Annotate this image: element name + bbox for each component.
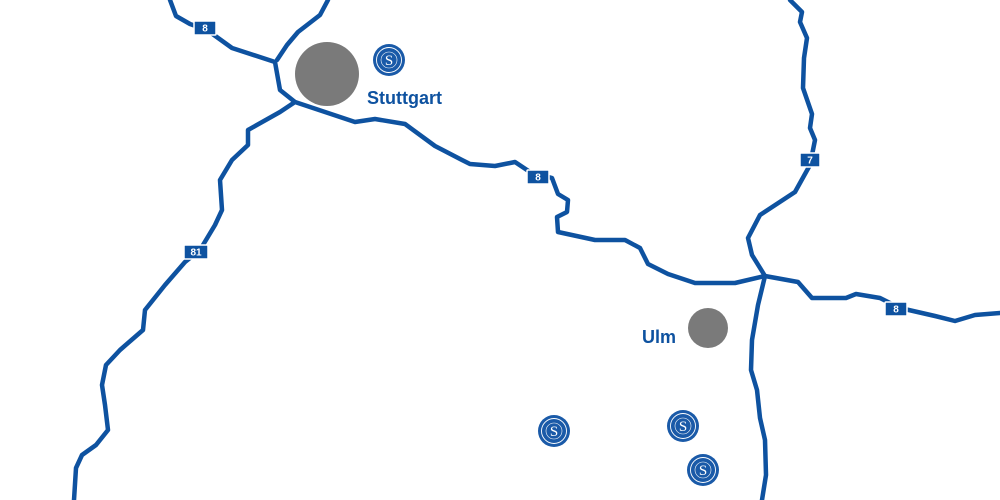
road-shield: 8 bbox=[193, 20, 217, 36]
city-stuttgart[interactable]: Stuttgart bbox=[295, 42, 442, 108]
road-a7 bbox=[745, 0, 818, 279]
city-label: Stuttgart bbox=[367, 88, 442, 108]
marker-letter: S bbox=[699, 463, 707, 479]
road-shield: 81 bbox=[183, 244, 209, 260]
roads-layer bbox=[71, 0, 1000, 500]
marker-letter: S bbox=[550, 424, 558, 440]
city-ulm[interactable]: Ulm bbox=[642, 308, 728, 348]
shields-layer: 8 8 7 81 8 bbox=[183, 20, 908, 317]
markers-layer: S S S S bbox=[373, 44, 719, 486]
location-seal-icon[interactable]: S bbox=[687, 454, 719, 486]
marker-letter: S bbox=[679, 419, 687, 435]
city-label: Ulm bbox=[642, 327, 676, 347]
city-dot[interactable] bbox=[295, 42, 359, 106]
road-shield-label: 8 bbox=[893, 305, 899, 316]
location-seal-icon[interactable]: S bbox=[538, 415, 570, 447]
road-shield: 8 bbox=[526, 169, 550, 185]
road-a8-east bbox=[762, 273, 1000, 324]
road-a81 bbox=[71, 99, 298, 500]
marker-letter: S bbox=[385, 53, 393, 69]
road-a8-west bbox=[167, 0, 768, 286]
location-seal-icon[interactable]: S bbox=[667, 410, 699, 442]
road-a7-south bbox=[748, 273, 769, 500]
road-shield-label: 7 bbox=[807, 156, 813, 167]
road-shield-label: 81 bbox=[190, 248, 202, 259]
road-northwest-road bbox=[274, 0, 331, 63]
road-shield-label: 8 bbox=[535, 173, 541, 184]
location-seal-icon[interactable]: S bbox=[373, 44, 405, 76]
road-shield: 8 bbox=[884, 301, 908, 317]
road-shield-label: 8 bbox=[202, 24, 208, 35]
city-dot[interactable] bbox=[688, 308, 728, 348]
road-shield: 7 bbox=[799, 152, 821, 168]
